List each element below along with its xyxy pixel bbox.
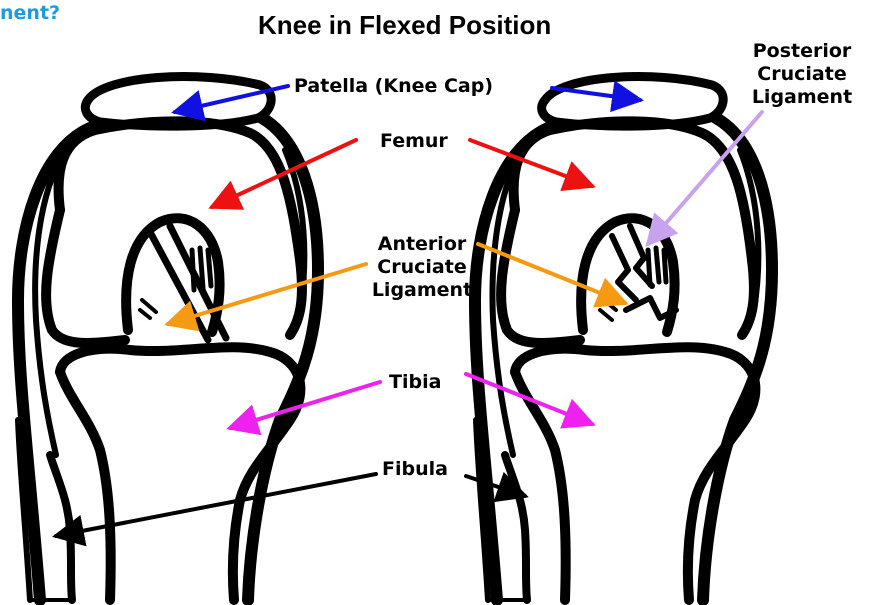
pcl-label-line-1: Posterior: [732, 40, 872, 63]
right-fibula: [505, 455, 527, 600]
acl-arrow-left: [168, 264, 366, 324]
acl-label-line-1: Anterior: [352, 233, 492, 256]
right-knee: [475, 77, 772, 600]
tibia-label: Tibia: [389, 371, 441, 394]
fibula-label: Fibula: [382, 458, 448, 481]
pcl-label: Posterior Cruciate Ligament: [732, 40, 872, 109]
acl-label-line-3: Ligament: [352, 279, 492, 302]
pcl-label-line-2: Cruciate: [732, 63, 872, 86]
left-fibula: [50, 455, 72, 600]
acl-label-line-2: Cruciate: [352, 256, 492, 279]
acl-label: Anterior Cruciate Ligament: [352, 233, 492, 302]
left-knee: [18, 77, 318, 600]
patella-label: Patella (Knee Cap): [294, 75, 493, 98]
patella-arrow-right: [552, 88, 640, 100]
pcl-label-line-3: Ligament: [732, 86, 872, 109]
left-femur-outline: [59, 121, 302, 335]
femur-label: Femur: [380, 130, 448, 153]
